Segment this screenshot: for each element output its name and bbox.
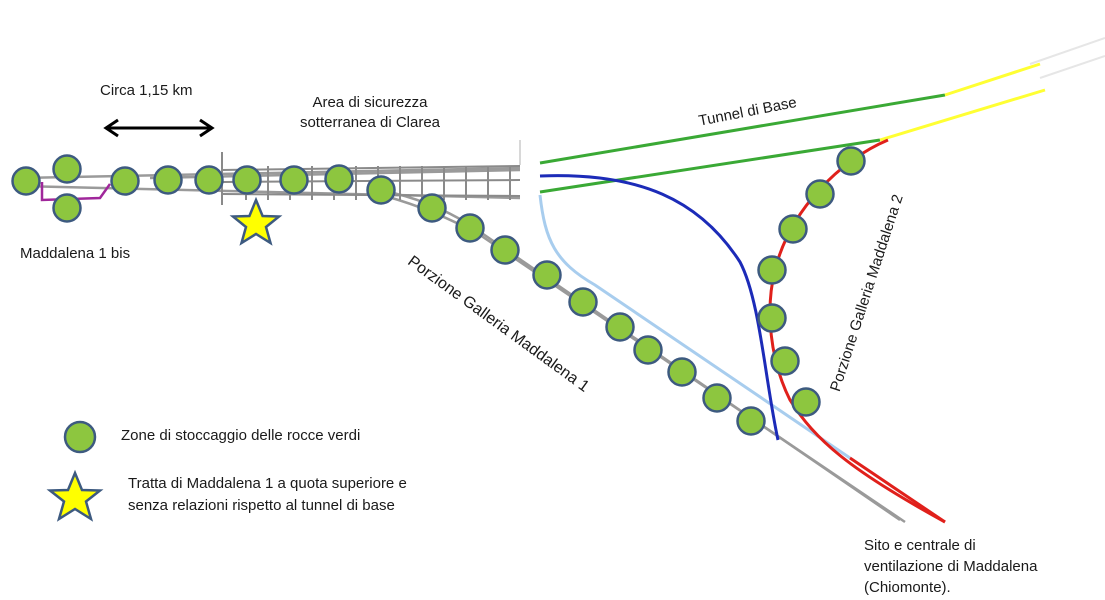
legend-star-icon <box>46 469 104 522</box>
storage-circle <box>455 213 485 243</box>
storage-circle <box>568 287 598 317</box>
maddalena-bis-label: Maddalena 1 bis <box>20 245 131 262</box>
storage-circle <box>791 387 821 417</box>
site-label: Sito e centrale di ventilazione di Madda… <box>864 535 1037 598</box>
storage-zones <box>11 146 866 436</box>
upper-level-star <box>229 196 283 246</box>
clarea-label: Area di sicurezza sotterranea di Clarea <box>290 93 450 133</box>
storage-circle <box>805 179 835 209</box>
storage-circle <box>11 166 41 196</box>
storage-circle <box>279 165 309 195</box>
storage-circle <box>110 166 140 196</box>
distance-arrow <box>103 118 215 138</box>
storage-circle <box>52 193 82 223</box>
storage-circle <box>836 146 866 176</box>
light-blue-connector <box>538 194 851 460</box>
storage-circle <box>778 214 808 244</box>
storage-circle <box>153 165 183 195</box>
storage-circle <box>324 164 354 194</box>
faint-tracks <box>1029 37 1105 79</box>
blue-connector <box>539 174 780 441</box>
site-label-line3: (Chiomonte). <box>864 579 951 596</box>
legend-star-text: Tratta di Maddalena 1 a quota superiore … <box>128 473 407 517</box>
storage-circle <box>605 312 635 342</box>
clarea-label-line2: sotterranea di Clarea <box>299 114 441 131</box>
storage-circle <box>770 346 800 376</box>
storage-circle <box>232 165 262 195</box>
storage-circle <box>736 406 766 436</box>
site-label-line1: Sito e centrale di <box>864 537 976 554</box>
legend-star-line1: Tratta di Maddalena 1 a quota superiore … <box>128 475 407 492</box>
storage-circle <box>490 235 520 265</box>
legend-circle-text: Zone di stoccaggio delle rocce verdi <box>121 427 361 444</box>
storage-circle <box>757 255 787 285</box>
storage-circle <box>532 260 562 290</box>
storage-circle <box>417 193 447 223</box>
red-to-site <box>849 456 946 524</box>
clarea-label-line1: Area di sicurezza <box>312 94 428 111</box>
base-tunnel-lines <box>539 62 1046 194</box>
storage-circle <box>52 154 82 184</box>
storage-circle <box>633 335 663 365</box>
storage-circle <box>366 175 396 205</box>
site-label-line2: ventilazione di Maddalena <box>864 558 1038 575</box>
storage-circle <box>194 165 224 195</box>
legend-star-line2: senza relazioni rispetto al tunnel di ba… <box>128 497 395 514</box>
storage-circle <box>667 357 697 387</box>
legend-circle-icon <box>63 420 97 454</box>
storage-circle <box>702 383 732 413</box>
distance-label: Circa 1,15 km <box>100 82 193 99</box>
storage-circle <box>757 303 787 333</box>
